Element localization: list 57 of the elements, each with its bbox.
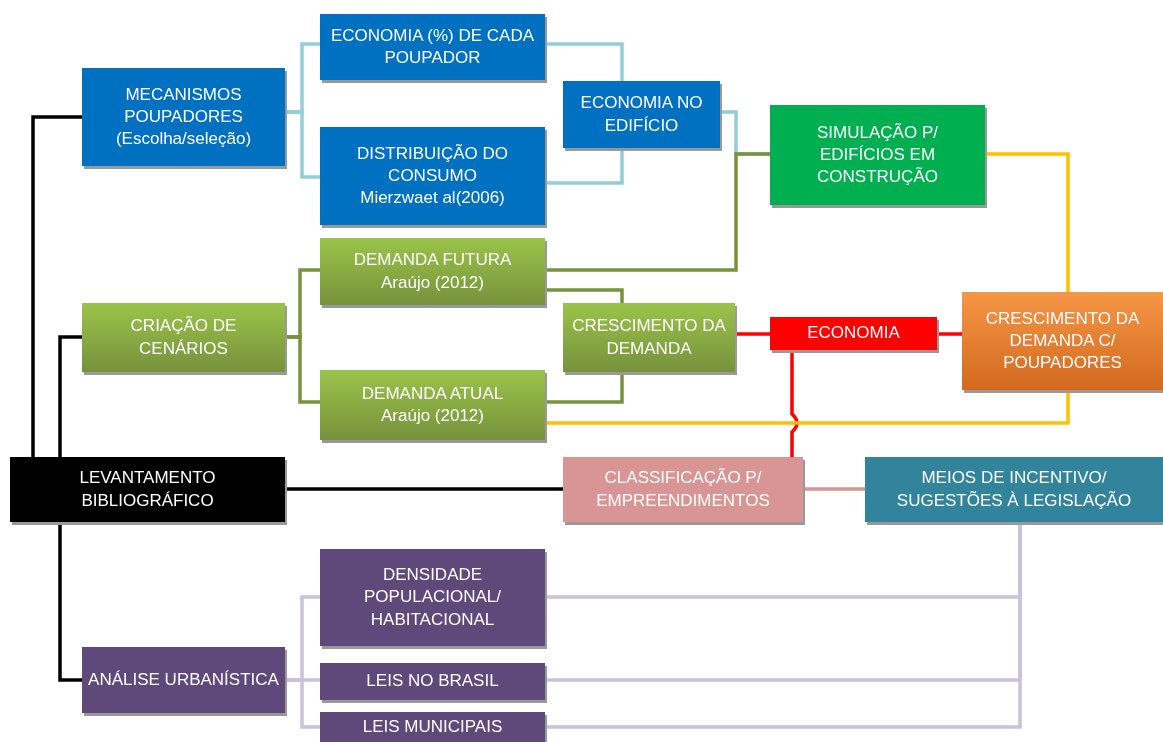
box-text: Mierzwaet al(2006) [360,187,505,210]
connector-line [545,42,624,81]
connector-line [735,332,770,336]
box-text: (Escolha/seleção) [115,128,252,151]
box-text: ECONOMIA [807,322,900,345]
process-box [320,712,545,742]
connector-line [545,288,624,303]
process-box [82,68,285,166]
connector-line [31,115,82,457]
box-text: DEMANDA ATUAL [361,382,504,405]
connector-line [803,487,865,491]
process-box [320,549,545,646]
connector-line [285,487,563,491]
connector-line [58,335,82,457]
connector-line [545,372,624,404]
box-text: ECONOMIA NO EDIFÍCIO [579,92,704,137]
box-text: CRIAÇÃO DE CENÁRIOS [129,315,238,360]
process-box [320,663,545,700]
process-box [770,317,937,350]
connector-line [985,152,1070,292]
process-box [320,127,545,225]
process-box [865,457,1163,522]
process-box [563,81,720,148]
box-text: ANÁLISE URBANÍSTICA [88,668,279,691]
box-text: LEIS MUNICIPAIS [362,715,503,738]
process-box [320,14,545,80]
process-box [563,457,803,522]
process-box [962,292,1163,390]
process-box [82,303,285,372]
box-text: CRESCIMENTO DA DEMANDA [571,315,727,360]
box-text: Araújo (2012) [381,271,484,294]
box-text: DEMANDA FUTURA [353,249,512,272]
box-text: DENSIDADE POPULACIONAL/ HABITACIONAL [363,564,502,631]
process-box [10,457,285,522]
connector-line [545,152,770,272]
box-text: MECANISMOS POUPADORES [123,83,244,128]
box-text: LEIS NO BRASIL [366,670,499,693]
connector-line [285,335,320,404]
box-text: SIMULAÇÃO P/ EDIFÍCIOS EM CONSTRUÇÃO [816,121,939,189]
connector-line [58,522,82,682]
box-text: Araújo (2012) [381,405,484,427]
box-text: ECONOMIA (%) DE CADA POUPADOR [329,24,536,69]
process-box [320,370,545,440]
box-text: MEIOS DE INCENTIVO/ SUGESTÕES À LEGISLAÇÃO [895,467,1133,512]
process-box [770,105,985,205]
connector-line [285,110,320,179]
process-box [82,647,285,713]
box-text: DISTRIBUIÇÃO DO CONSUMO [355,142,510,187]
box-text: CRESCIMENTO DA DEMANDA C/ POUPADORES [984,307,1141,375]
process-box [563,303,735,372]
box-text: LEVANTAMENTO BIBLIOGRÁFICO [78,467,217,512]
connector-line [545,390,1070,425]
box-text: CLASSIFICAÇÃO P/ EMPREENDIMENTOS [595,467,771,512]
connector-line [790,350,799,457]
connector-line [937,332,962,336]
process-box [320,238,545,305]
connector-line [545,148,624,185]
